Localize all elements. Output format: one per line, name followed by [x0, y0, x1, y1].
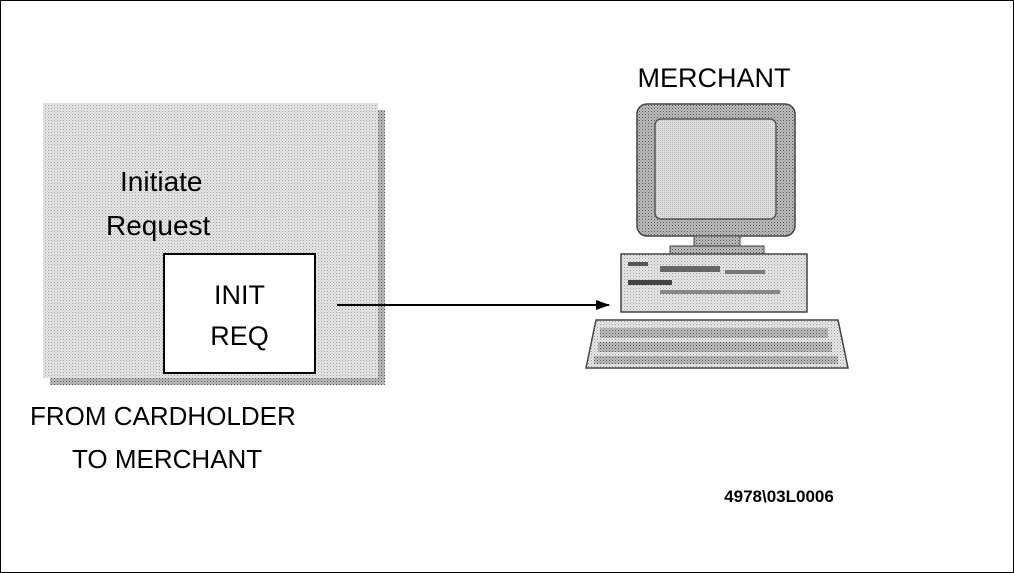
monitor-base — [669, 245, 765, 255]
drive-slot-1 — [660, 266, 720, 272]
init-req-line2: REQ — [210, 321, 269, 351]
figure-id: 4978\03L0006 — [724, 487, 834, 506]
message-panel: Initiate Request INIT REQ — [43, 103, 385, 385]
merchant-label: MERCHANT — [638, 63, 791, 93]
front-panel-line — [660, 290, 780, 294]
vent-grille — [628, 280, 672, 285]
init-req-box: INIT REQ — [163, 253, 316, 374]
monitor-neck — [693, 235, 741, 247]
desktop-computer-icon — [585, 103, 849, 369]
keyboard-row-1 — [600, 328, 828, 338]
direction-line2: TO MERCHANT — [72, 444, 262, 474]
panel-title-line2: Request — [106, 210, 211, 241]
direction-line1: FROM CARDHOLDER — [30, 401, 296, 431]
keyboard-row-2 — [598, 342, 832, 352]
keyboard-row-3 — [594, 356, 838, 364]
monitor-screen — [654, 118, 777, 220]
init-req-line1: INIT — [214, 280, 265, 310]
power-indicator — [628, 262, 648, 266]
drive-slot-2 — [725, 270, 765, 274]
panel-title-line1: Initiate — [120, 166, 203, 197]
init-req-box-border — [163, 253, 316, 374]
